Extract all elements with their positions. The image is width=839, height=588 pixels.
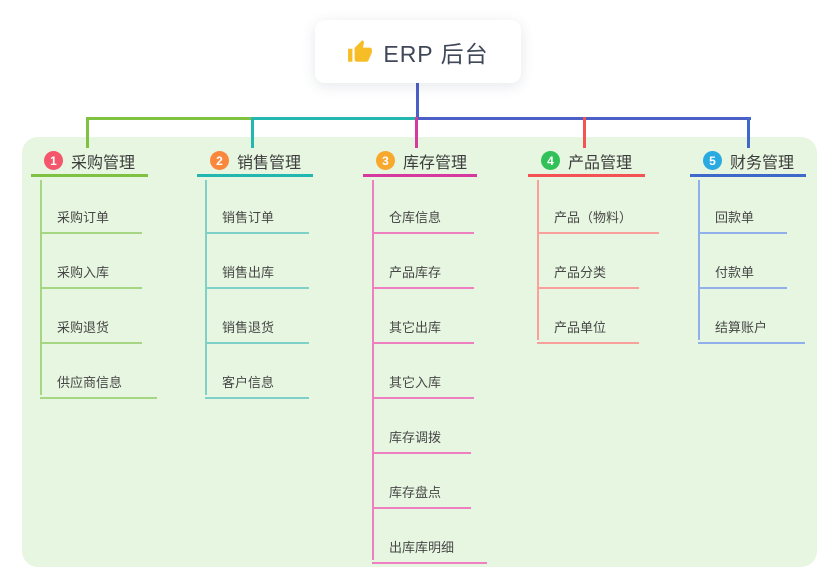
branch-number-badge: 4 bbox=[541, 151, 560, 170]
child-node[interactable]: 回款单 bbox=[698, 198, 787, 234]
child-node[interactable]: 产品（物料） bbox=[537, 198, 659, 234]
child-node[interactable]: 供应商信息 bbox=[40, 363, 157, 399]
branch-node[interactable]: 1 采购管理 bbox=[31, 147, 148, 177]
child-node[interactable]: 库存盘点 bbox=[372, 473, 471, 509]
child-node[interactable]: 采购退货 bbox=[40, 308, 142, 344]
child-node[interactable]: 产品库存 bbox=[372, 253, 474, 289]
branch-drop-line bbox=[86, 117, 89, 148]
child-node[interactable]: 采购入库 bbox=[40, 253, 142, 289]
child-node-label: 结算账户 bbox=[715, 320, 768, 335]
child-node-label: 销售订单 bbox=[222, 210, 275, 225]
child-node[interactable]: 客户信息 bbox=[205, 363, 309, 399]
branch-node[interactable]: 4 产品管理 bbox=[528, 147, 645, 177]
child-node-label: 库存调拨 bbox=[389, 430, 442, 445]
child-node[interactable]: 库存调拨 bbox=[372, 418, 471, 454]
branch-child-line bbox=[698, 180, 700, 340]
child-node-label: 产品单位 bbox=[554, 320, 607, 335]
mindmap-background-panel bbox=[22, 137, 817, 567]
child-node-label: 产品库存 bbox=[389, 265, 442, 280]
child-node-label: 客户信息 bbox=[222, 375, 275, 390]
child-node[interactable]: 销售出库 bbox=[205, 253, 309, 289]
child-node[interactable]: 付款单 bbox=[698, 253, 787, 289]
branch-number-badge: 5 bbox=[703, 151, 722, 170]
child-node-label: 其它出库 bbox=[389, 320, 442, 335]
child-node[interactable]: 销售订单 bbox=[205, 198, 309, 234]
child-node-label: 产品（物料） bbox=[554, 210, 633, 225]
child-node-label: 回款单 bbox=[715, 210, 755, 225]
thumbs-up-icon bbox=[348, 39, 373, 62]
branch-title: 财务管理 bbox=[730, 154, 795, 172]
child-node-label: 付款单 bbox=[715, 265, 755, 280]
child-node[interactable]: 结算账户 bbox=[698, 308, 805, 344]
child-node-label: 采购退货 bbox=[57, 320, 110, 335]
branch-title: 销售管理 bbox=[237, 154, 302, 172]
child-node-label: 销售退货 bbox=[222, 320, 275, 335]
child-node-label: 产品分类 bbox=[554, 265, 607, 280]
connector-segment bbox=[252, 117, 417, 120]
branch-node[interactable]: 2 销售管理 bbox=[197, 147, 313, 177]
connector-segment bbox=[86, 117, 253, 120]
child-node-label: 销售出库 bbox=[222, 265, 275, 280]
child-node[interactable]: 仓库信息 bbox=[372, 198, 474, 234]
child-node[interactable]: 产品单位 bbox=[537, 308, 639, 344]
branch-number-badge: 3 bbox=[376, 151, 395, 170]
child-node[interactable]: 其它入库 bbox=[372, 363, 474, 399]
branch-drop-line bbox=[415, 117, 418, 148]
branch-drop-line bbox=[747, 117, 750, 148]
branch-child-line bbox=[537, 180, 539, 340]
child-node[interactable]: 销售退货 bbox=[205, 308, 309, 344]
branch-title: 库存管理 bbox=[403, 154, 468, 172]
branch-drop-line bbox=[251, 117, 254, 148]
branch-number-badge: 1 bbox=[44, 151, 63, 170]
branch-drop-line bbox=[583, 117, 586, 148]
child-node-label: 采购入库 bbox=[57, 265, 110, 280]
child-node[interactable]: 其它出库 bbox=[372, 308, 474, 344]
child-node[interactable]: 出库库明细 bbox=[372, 528, 487, 564]
child-node[interactable]: 采购订单 bbox=[40, 198, 142, 234]
child-node-label: 采购订单 bbox=[57, 210, 110, 225]
branch-node[interactable]: 5 财务管理 bbox=[690, 147, 806, 177]
branch-title: 产品管理 bbox=[568, 154, 633, 172]
branch-title: 采购管理 bbox=[71, 154, 136, 172]
root-node[interactable]: ERP 后台 bbox=[315, 20, 521, 83]
child-node-label: 仓库信息 bbox=[389, 210, 442, 225]
root-connector-line bbox=[416, 82, 419, 119]
child-node-label: 出库库明细 bbox=[389, 540, 455, 555]
child-node-label: 库存盘点 bbox=[389, 485, 442, 500]
child-node-label: 其它入库 bbox=[389, 375, 442, 390]
branch-child-line bbox=[372, 180, 374, 560]
child-node[interactable]: 产品分类 bbox=[537, 253, 639, 289]
child-node-label: 供应商信息 bbox=[57, 375, 123, 390]
branch-node[interactable]: 3 库存管理 bbox=[363, 147, 477, 177]
root-node-label: ERP 后台 bbox=[383, 40, 489, 67]
branch-number-badge: 2 bbox=[210, 151, 229, 170]
